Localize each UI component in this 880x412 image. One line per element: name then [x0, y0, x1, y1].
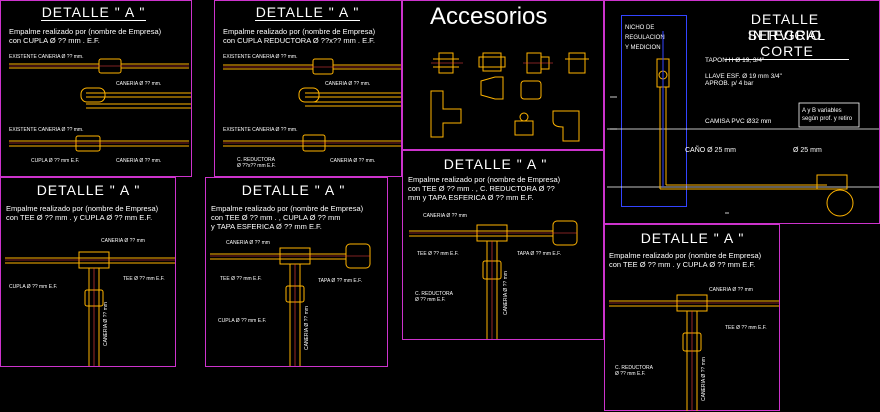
label: TAPA Ø ?? mm E.F. [318, 278, 362, 284]
label: CANERIA Ø ?? mm [709, 287, 753, 293]
panel-detalle-cupla: DETALLE " A " Empalme realizado por (nom… [0, 0, 192, 177]
label: EXISTENTE CANERIA Ø ?? mm. [9, 127, 84, 133]
label: C. REDUCTORA Ø ?? mm E.F. [615, 365, 653, 377]
label: TAPA Ø ?? mm E.F. [517, 251, 561, 257]
panel-description: Empalme realizado por (nombre de Empresa… [609, 251, 762, 269]
label: C. REDUCTORA Ø ??x?? mm E.F. [237, 157, 276, 169]
panel-detalle-tee-cupla-2: DETALLE " A " Empalme realizado por (nom… [604, 224, 780, 411]
label: EXISTENTE CANERIA Ø ?? mm. [223, 54, 298, 60]
panel-detalle-tee-cupla: DETALLE " A " Empalme realizado por (nom… [0, 177, 176, 367]
panel-detalle-tee-reductora: DETALLE " A " Empalme realizado por (nom… [402, 150, 604, 340]
label: TEE Ø ?? mm E.F. [725, 325, 767, 331]
label: CUPLA Ø ?? mm E.F. [31, 158, 80, 164]
panel-description: Empalme realizado por (nombre de Empresa… [211, 204, 364, 231]
pipe-drawing [5, 251, 175, 366]
pipe-drawing [223, 58, 401, 152]
service-drawing [607, 31, 879, 217]
label: CANERIA Ø ?? mm [101, 238, 145, 244]
variables-note: A y B variables según prof. y retiro [802, 108, 853, 122]
label: EXISTENTE CANERIA Ø ?? mm. [9, 54, 84, 60]
pipe-drawing [9, 58, 191, 152]
panel-accesorios: Accesorios [402, 0, 604, 150]
label: LLAVE ESF. Ø 19 mm 3/4" APROB. p/ 4 bar [705, 73, 782, 87]
panel-title: DETALLE " A " [36, 182, 141, 198]
panel-title: DETALLE " A " [41, 4, 146, 21]
label: CANERIA Ø ?? mm [226, 240, 270, 246]
label: CUPLA Ø ?? mm E.F. [218, 318, 267, 324]
panel-title: DETALLE " A " [241, 182, 346, 198]
label: CANERIA Ø ?? mm [103, 302, 109, 346]
panel-detalle-servicio: DETALLE SERVICIO INTEGRAL CORTE NICHO DE… [604, 0, 880, 224]
panel-title: Accesorios [430, 3, 548, 30]
label: CANERIA Ø ?? mm. [116, 158, 162, 164]
pipe-drawing [609, 294, 779, 411]
label: CUPLA Ø ?? mm E.F. [9, 284, 58, 290]
panel-description: Empalme realizado por (nombre de Empresa… [408, 175, 561, 202]
panel-description: Empalme realizado por (nombre de Empresa… [9, 27, 162, 45]
label: TAPON H Ø 19, 3/4" [705, 57, 765, 64]
pipe-drawing [210, 243, 371, 366]
label: CANERIA Ø ?? mm. [116, 81, 162, 87]
label: EXISTENTE CANERIA Ø ?? mm. [223, 127, 298, 133]
label: C. REDUCTORA Ø ?? mm E.F. [415, 291, 453, 303]
panel-title: DETALLE " A " [640, 230, 745, 246]
panel-description: Empalme realizado por (nombre de Empresa… [6, 204, 159, 222]
panel-description: Empalme realizado por (nombre de Empresa… [223, 27, 376, 45]
accessories-drawing [430, 52, 589, 142]
nicho-label: NICHO DE REGULACION Y MEDICION [625, 25, 665, 51]
label: CANERIA Ø ?? mm [304, 306, 310, 350]
nicho-outline [621, 15, 687, 207]
label: CAÑO Ø 25 mm [685, 147, 736, 154]
panel-title: DETALLE SERVICIO [747, 11, 823, 43]
label: TEE Ø ?? mm E.F. [417, 251, 459, 257]
label: Ø 25 mm [793, 147, 822, 154]
label: CANERIA Ø ?? mm [423, 213, 467, 219]
panel-title: DETALLE " A " [255, 4, 360, 21]
label: CANERIA Ø ?? mm [503, 271, 509, 315]
label: CAMISA PVC Ø32 mm [705, 118, 772, 125]
label: TEE Ø ?? mm E.F. [123, 276, 165, 282]
pipe-drawing [409, 220, 578, 339]
panel-detalle-cupla-reductora: DETALLE " A " Empalme realizado por (nom… [214, 0, 402, 177]
panel-title: DETALLE " A " [443, 156, 548, 172]
panel-subtitle: INTEGRAL CORTE [725, 27, 849, 60]
label: CANERIA Ø ?? mm. [325, 81, 371, 87]
panel-detalle-tee-tapa: DETALLE " A " Empalme realizado por (nom… [205, 177, 388, 367]
label: CANERIA Ø ?? mm. [330, 158, 376, 164]
label: CANERIA Ø ?? mm [701, 357, 707, 401]
label: TEE Ø ?? mm E.F. [220, 276, 262, 282]
